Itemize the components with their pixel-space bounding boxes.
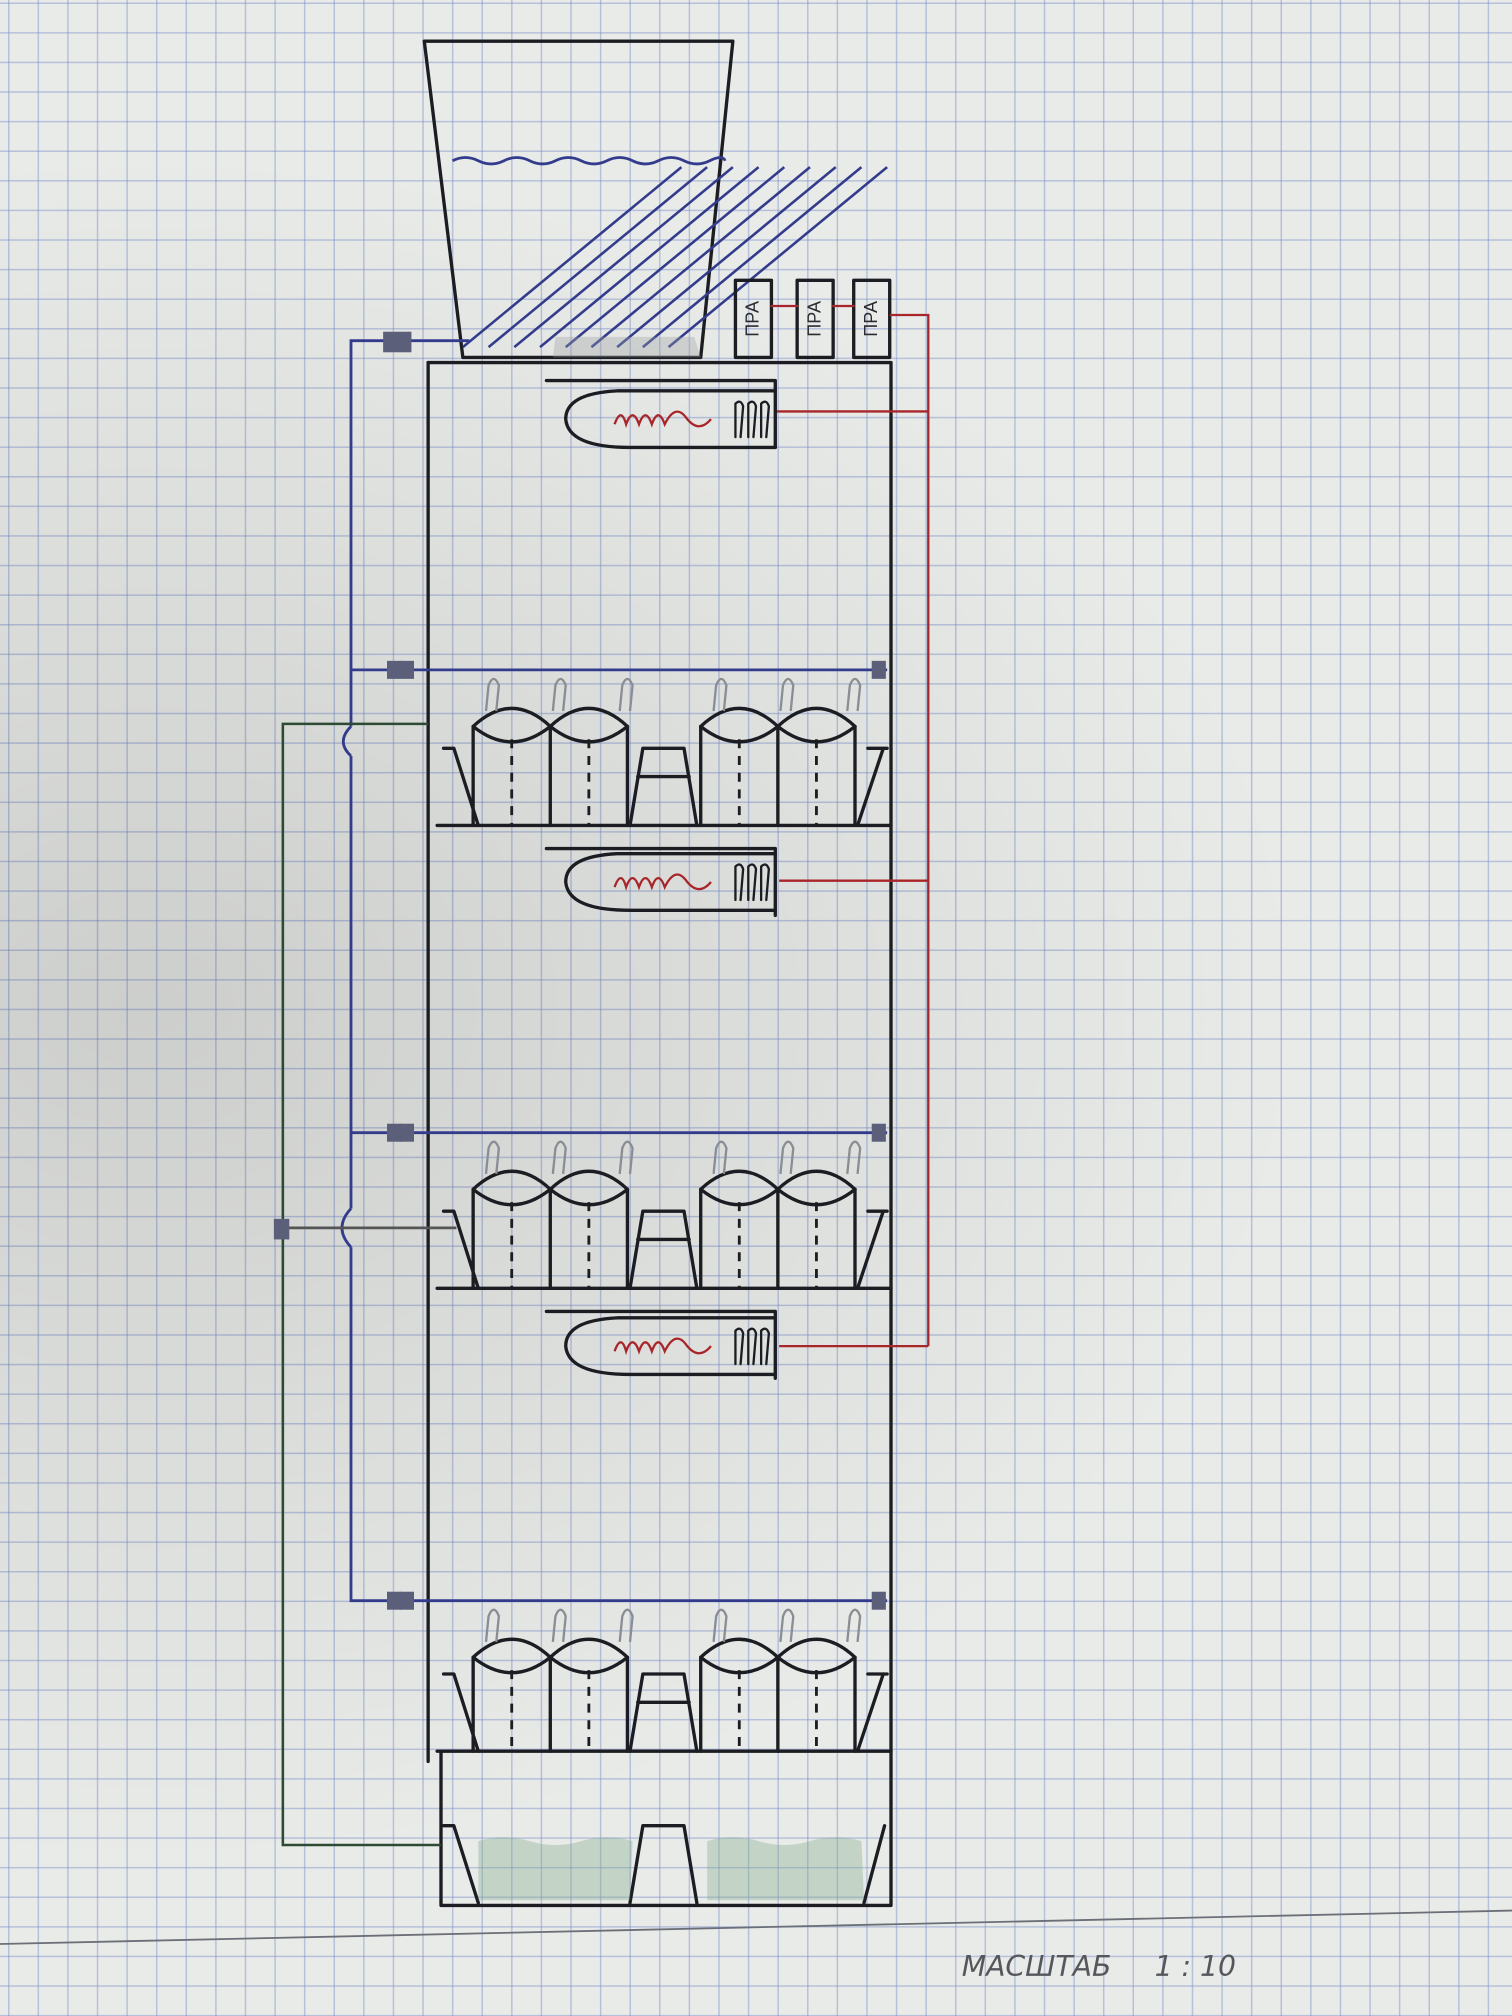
sprinkler-nozzle [484,677,501,712]
bottom-reservoir [478,1837,864,1901]
sprinkler-nozzle [846,1140,862,1174]
sprinkler-nozzle [846,1608,862,1642]
sprinkler-nozzle [484,1140,501,1174]
valve-icon [399,1123,414,1142]
sprinkler-nozzle [618,1608,634,1642]
ballast-label: ПРА [804,301,824,337]
sprinkler-nozzle [551,1608,567,1642]
scale-value: 1 : 10 [1155,1950,1236,1983]
ballast-boxes: ПРА ПРА ПРА [733,278,892,360]
water-surface [451,156,727,166]
valve-icon [871,1591,886,1610]
drain-pipe [281,722,442,1847]
tray-support [441,746,889,828]
drain-valve-icon [273,1218,290,1240]
water-tank [422,39,888,360]
sprinkler-nozzle [551,1140,567,1174]
growing-tier [387,660,889,828]
valve-icon [399,660,414,679]
valve-icon [871,1123,886,1142]
valve-icon [387,1591,402,1610]
valve-icon [399,1591,414,1610]
tray-support [441,1209,889,1290]
grow-lamp [544,846,777,918]
sprinkler-nozzle [484,1608,501,1642]
main-valve-icon [383,331,412,353]
sprinkler-nozzle [712,677,728,712]
valve-icon [387,660,402,679]
plant-pot-pair [699,677,862,828]
sprinkler-nozzle [779,1140,795,1174]
sprinkler-nozzle [779,677,795,712]
growing-tier [387,1123,889,1290]
sprinkler-nozzle [618,677,634,712]
plant-pot-pair [471,1140,634,1290]
power-wiring [775,313,930,1348]
growing-tier [387,1591,889,1753]
grow-lamp [544,1309,777,1380]
ballast-label: ПРА [861,301,881,337]
sprinkler-nozzle [712,1140,728,1174]
valve-icon [387,1123,402,1142]
ballast-label: ПРА [743,301,763,337]
tray-support [441,1672,889,1753]
plant-pot-pair [699,1608,862,1753]
sprinkler-nozzle [712,1608,728,1642]
water-supply-pipe [282,339,888,1603]
valve-icon [871,660,886,679]
plant-pot-pair [471,1608,634,1753]
sprinkler-nozzle [551,677,567,712]
plant-pot-pair [699,1140,862,1290]
sprinkler-nozzle [618,1140,634,1174]
sprinkler-nozzle [846,677,862,712]
sprinkler-nozzle [779,1608,795,1642]
grow-lamp [544,378,777,450]
scale-caption: МАСШТАБ [962,1950,1112,1983]
reservoir-trays [441,1824,887,1905]
plant-pot-pair [471,677,634,828]
